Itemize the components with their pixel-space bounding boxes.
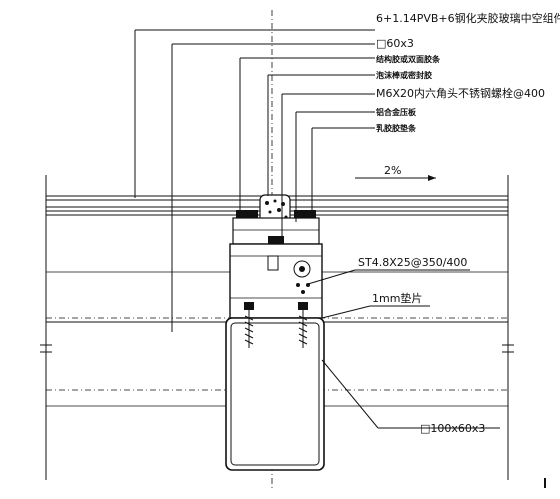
aluminum-mullion — [229, 243, 323, 319]
screw-left — [244, 302, 254, 348]
steel-tube-main — [225, 317, 325, 471]
gasket-right — [294, 210, 316, 218]
label-weather-sealant: 泡沫棒或密封胶 — [376, 70, 432, 80]
screw-right — [298, 302, 308, 348]
label-structural-sealant: 结构胶或双面胶条 — [376, 54, 441, 64]
label-screw: ST4.8X25@350/400 — [358, 256, 467, 269]
label-glass: 6+1.14PVB+6钢化夹胶玻璃中空组件 — [376, 11, 560, 25]
break-mark-left — [40, 344, 52, 353]
label-tube-small: □60x3 — [376, 37, 414, 50]
break-mark-right — [502, 344, 514, 353]
label-slope: 2% — [384, 164, 401, 177]
label-pressure-plate: 铝合金压板 — [376, 107, 417, 117]
gasket-left — [236, 210, 258, 218]
label-tube-main: □100x60x3 — [420, 422, 485, 435]
label-bolt: M6X20内六角头不锈钢螺栓@400 — [376, 86, 545, 100]
label-gasket: 乳胶胶垫条 — [376, 123, 417, 133]
label-spacer: 1mm垫片 — [372, 291, 422, 305]
pressure-plate — [232, 217, 320, 246]
leader-lines — [134, 29, 500, 429]
